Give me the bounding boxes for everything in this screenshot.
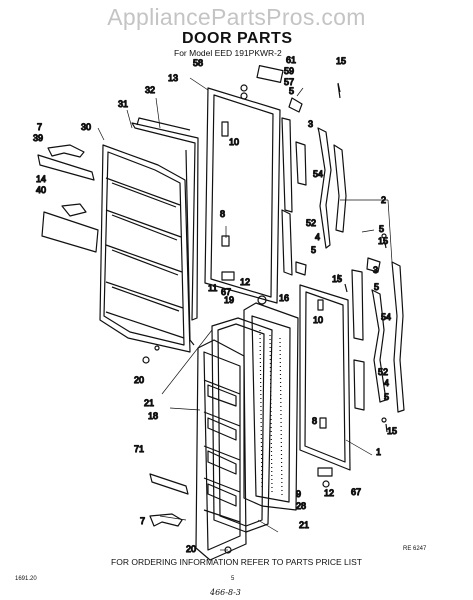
callout-13: 13 xyxy=(168,73,178,83)
callout-21: 21 xyxy=(144,398,154,408)
callout-58: 58 xyxy=(193,58,203,68)
callout-8: 8 xyxy=(220,209,225,219)
callout-5b: 5 xyxy=(379,224,384,234)
callout-5d: 5 xyxy=(374,282,379,292)
top-hinge-parts xyxy=(240,65,341,113)
leader-lines xyxy=(97,77,393,551)
bottom-hinge-parts xyxy=(221,271,333,488)
drawing-code: RE 6247 xyxy=(403,546,427,552)
callout-39: 39 xyxy=(33,133,43,143)
screws xyxy=(337,82,388,433)
callout-15d: 15 xyxy=(387,426,397,436)
callout-16: 16 xyxy=(279,293,289,303)
callout-5c: 5 xyxy=(311,245,316,255)
callout-20: 20 xyxy=(134,375,144,385)
callout-28: 28 xyxy=(296,501,306,511)
ordering-info: FOR ORDERING INFORMATION REFER TO PARTS … xyxy=(111,557,362,567)
callout-15: 15 xyxy=(336,56,346,66)
callout-7: 7 xyxy=(37,122,42,132)
callout-12: 12 xyxy=(240,277,250,287)
callout-67: 67 xyxy=(221,287,231,297)
refrigerator-door-liner xyxy=(195,339,247,561)
callout-3b: 3 xyxy=(373,265,378,275)
callout-3: 3 xyxy=(308,119,313,129)
callout-8b: 8 xyxy=(312,416,317,426)
document-code: 1691.20 xyxy=(15,576,37,582)
watermark: AppliancePartsPros.com xyxy=(107,4,366,30)
callout-20b: 20 xyxy=(186,544,196,554)
freezer-door-liner xyxy=(99,144,191,353)
callout-9: 9 xyxy=(296,489,301,499)
callout-4: 4 xyxy=(315,232,320,242)
callout-54: 54 xyxy=(313,169,323,179)
callout-31: 31 xyxy=(118,99,128,109)
callout-12b: 12 xyxy=(324,488,334,498)
model-subtitle: For Model EED 191PKWR-2 xyxy=(174,48,282,58)
callout-71: 71 xyxy=(134,444,144,454)
callout-59: 59 xyxy=(284,66,294,76)
callout-10: 10 xyxy=(229,137,239,147)
callout-21b: 21 xyxy=(299,520,309,530)
page-number: 5 xyxy=(231,576,235,582)
callout-18: 18 xyxy=(148,411,158,421)
callout-4b: 4 xyxy=(384,378,389,388)
callout-30: 30 xyxy=(81,122,91,132)
callout-15c: 15 xyxy=(332,274,342,284)
callout-2: 2 xyxy=(381,195,386,205)
callout-54b: 54 xyxy=(381,312,391,322)
refrigerator-liner-frame xyxy=(211,317,273,533)
callout-7b: 7 xyxy=(140,516,145,526)
callout-5e: 5 xyxy=(384,392,389,402)
refrigerator-outer-door xyxy=(299,284,351,471)
diagram-title: DOOR PARTS xyxy=(182,30,293,47)
freezer-door-gasket xyxy=(131,117,199,346)
callout-32: 32 xyxy=(145,85,155,95)
callout-labels: 58 61 59 57 5 15 13 32 31 10 3 7 39 30 1… xyxy=(32,54,397,554)
shelf-brackets xyxy=(37,144,99,253)
refrigerator-handle-assembly xyxy=(351,257,405,413)
callout-15b: 15 xyxy=(378,236,388,246)
callout-14: 14 xyxy=(36,174,46,184)
callout-52b: 52 xyxy=(378,367,388,377)
callout-10b: 10 xyxy=(313,315,323,325)
freezer-outer-door xyxy=(204,87,281,304)
handwritten-note: 466-8-3 xyxy=(210,588,241,597)
freezer-handle-assembly xyxy=(281,117,347,276)
callout-67b: 67 xyxy=(351,487,361,497)
callout-19: 19 xyxy=(224,295,234,305)
callout-57: 57 xyxy=(284,77,294,87)
callout-1: 1 xyxy=(376,447,381,457)
refrigerator-door-gasket xyxy=(243,302,299,511)
callout-61: 61 xyxy=(286,55,296,65)
callout-52: 52 xyxy=(306,218,316,228)
callout-40: 40 xyxy=(36,185,46,195)
callout-11: 11 xyxy=(208,283,217,293)
lower-small-parts xyxy=(142,345,232,554)
callout-5: 5 xyxy=(289,86,294,96)
